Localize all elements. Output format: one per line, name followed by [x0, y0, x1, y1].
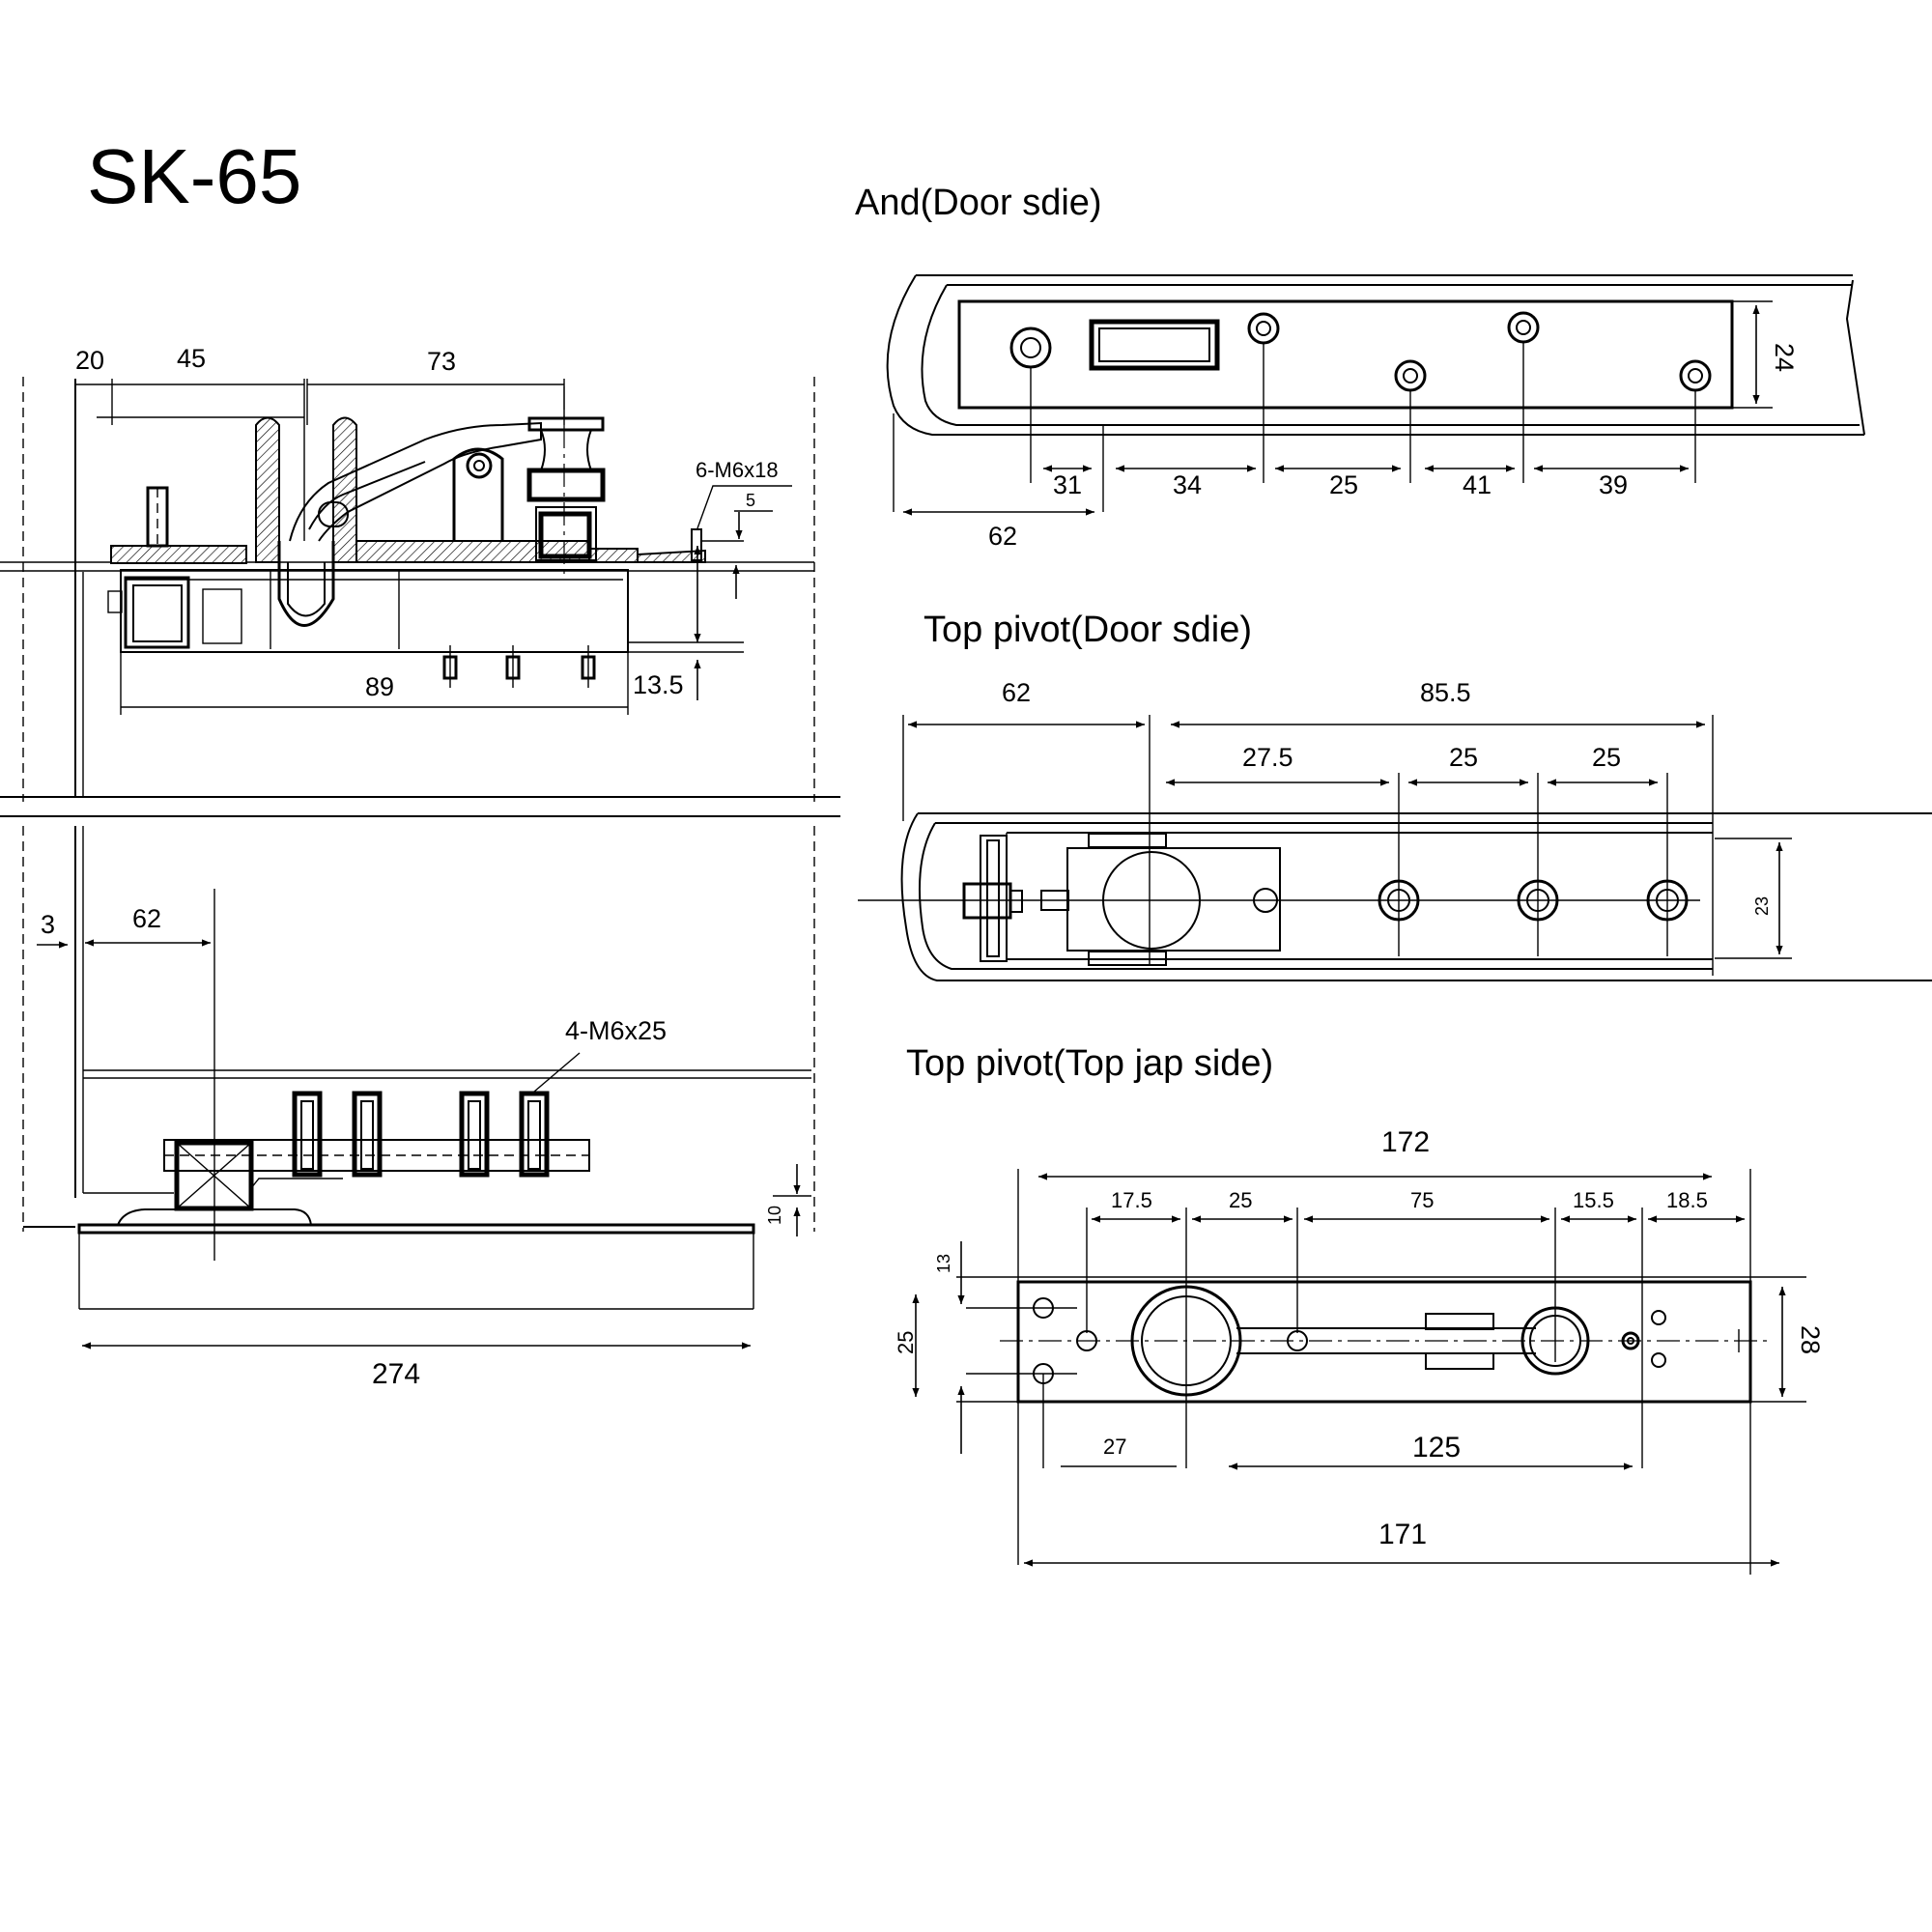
- dim-20: 20: [75, 346, 104, 375]
- dim-25-top: 25: [1229, 1188, 1252, 1212]
- dim-25: 25: [1329, 470, 1358, 499]
- dim-62-left: 62: [132, 904, 161, 933]
- dim-62-and: 62: [988, 522, 1017, 551]
- dim-62-pivot: 62: [1002, 678, 1031, 707]
- dim-5: 5: [746, 491, 755, 510]
- dim-73: 73: [427, 347, 456, 376]
- dim-25-b: 25: [1592, 743, 1621, 772]
- and-door-side-view: And(Door sdie) 31 34 25 41: [855, 183, 1865, 551]
- dim-27-5: 27.5: [1242, 743, 1293, 772]
- dim-274: 274: [372, 1358, 420, 1390]
- dim-3: 3: [41, 910, 55, 939]
- dim-10: 10: [765, 1206, 784, 1225]
- dim-13-5: 13.5: [633, 670, 684, 699]
- dim-85-5: 85.5: [1420, 678, 1471, 707]
- dim-45: 45: [177, 344, 206, 373]
- screw-label-bottom: 4-M6x25: [565, 1016, 667, 1045]
- top-pivot-door-side-title: Top pivot(Door sdie): [923, 610, 1252, 650]
- dim-171: 171: [1378, 1519, 1427, 1550]
- dim-24: 24: [1770, 343, 1799, 372]
- dim-27: 27: [1103, 1435, 1126, 1459]
- dim-25-vertical: 25: [894, 1331, 918, 1354]
- dim-41: 41: [1463, 470, 1492, 499]
- dim-31: 31: [1053, 470, 1082, 499]
- dim-75: 75: [1410, 1188, 1434, 1212]
- dim-18-5: 18.5: [1666, 1188, 1708, 1212]
- dim-13: 13: [934, 1254, 953, 1273]
- dim-34: 34: [1173, 470, 1202, 499]
- dim-25-a: 25: [1449, 743, 1478, 772]
- and-door-side-title: And(Door sdie): [855, 183, 1102, 223]
- screw-label-top: 6-M6x18: [696, 458, 779, 482]
- dim-15-5: 15.5: [1573, 1188, 1614, 1212]
- dim-89: 89: [365, 672, 394, 701]
- dim-39: 39: [1599, 470, 1628, 499]
- dim-125: 125: [1412, 1432, 1461, 1463]
- dim-23: 23: [1752, 896, 1772, 916]
- bottom-section-view: 4-M6x25 3 62 10 274: [22, 826, 815, 1390]
- top-pivot-top-jap-side-title: Top pivot(Top jap side): [906, 1043, 1273, 1084]
- dim-17-5: 17.5: [1111, 1188, 1152, 1212]
- dim-172: 172: [1381, 1126, 1430, 1158]
- top-pivot-top-jap-side-view: Top pivot(Top jap side) 172 17.5 25 75 1…: [894, 1043, 1825, 1575]
- side-section-view: 20 45 73 6-M6x18 5 13.5 89: [0, 344, 840, 817]
- dim-28: 28: [1796, 1325, 1825, 1354]
- drawing-title: SK-65: [87, 133, 301, 219]
- top-pivot-door-side-view: Top pivot(Door sdie) 62 85.5 27.5 25 25: [858, 610, 1932, 981]
